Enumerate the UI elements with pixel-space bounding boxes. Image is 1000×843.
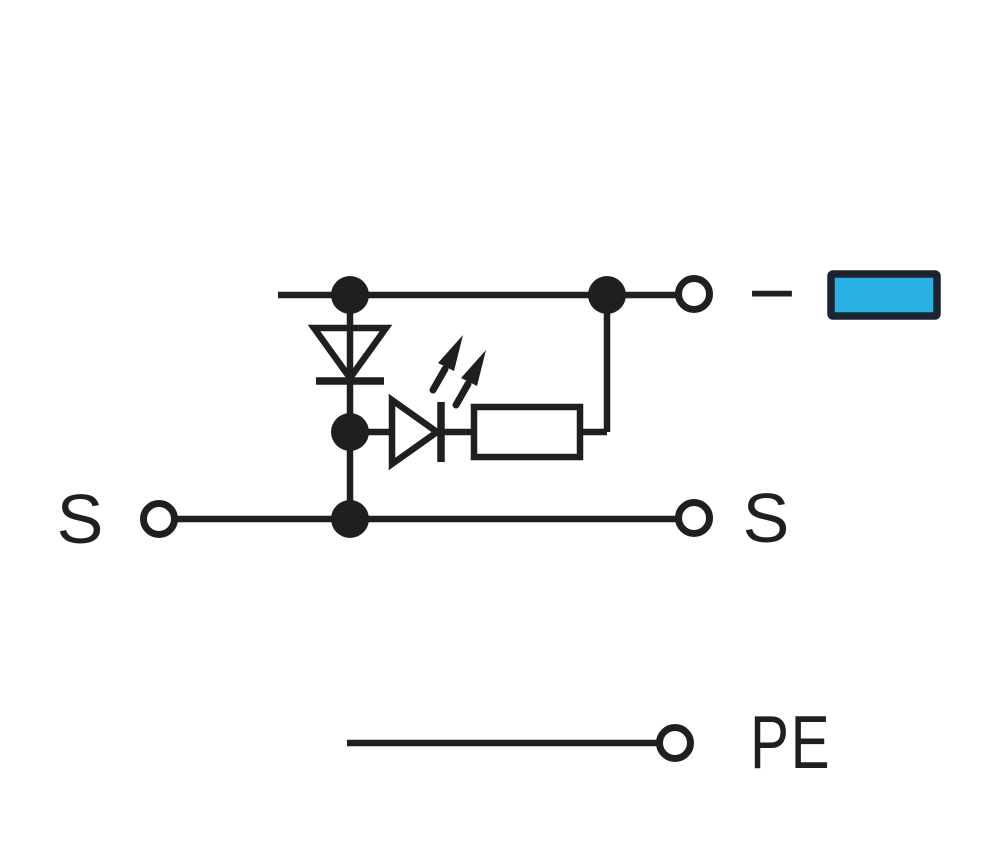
minus-polarity-symbol: − — [748, 248, 796, 339]
led-emission-arrow-tail — [452, 380, 472, 409]
led-icon — [388, 393, 443, 471]
blue-marking-field — [827, 270, 941, 320]
diode-branch — [307, 295, 393, 519]
pe-conductor — [347, 724, 694, 762]
diode-icon — [307, 324, 393, 384]
label-s-left: S — [56, 480, 104, 558]
top-conductor — [278, 270, 941, 432]
terminal-circle-icon — [675, 275, 713, 313]
terminal-circle-icon — [656, 724, 694, 762]
label-s-right: S — [742, 479, 790, 557]
terminal-circle-icon — [675, 499, 713, 537]
resistor-icon — [470, 403, 584, 461]
led-emission-arrow-icon — [438, 335, 463, 371]
junction-dot-icon — [331, 500, 369, 538]
junction-dot-icon — [588, 276, 626, 314]
sensor-conductor — [140, 499, 713, 538]
led-emission-arrow-tail — [429, 365, 449, 394]
label-pe: PE — [750, 700, 832, 784]
terminal-circle-icon — [140, 500, 178, 538]
led-emission-arrow-icon — [461, 350, 486, 386]
led-resistor-branch — [350, 335, 607, 471]
